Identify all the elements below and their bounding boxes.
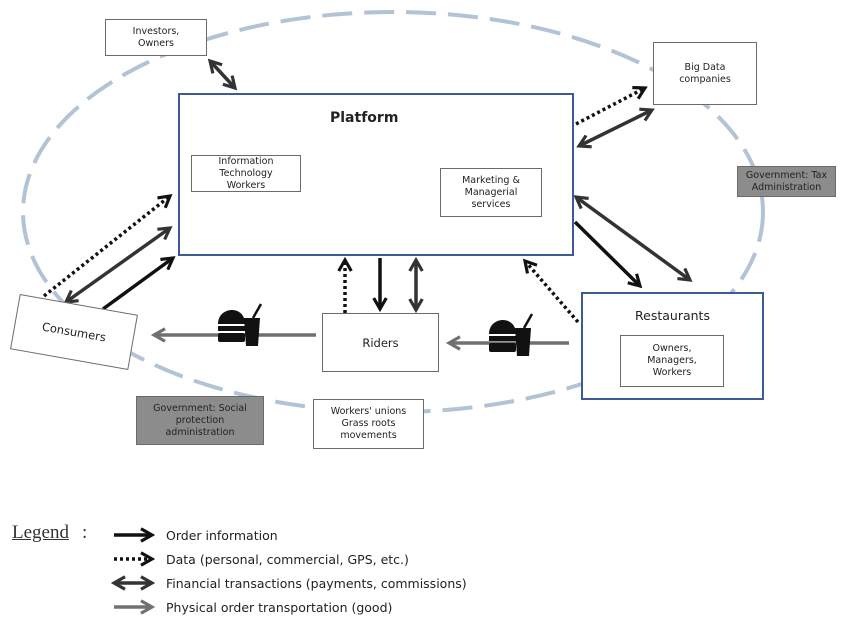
government-social-box: Government: Social protection administra…: [136, 396, 264, 445]
unions-box: Workers' unions Grass roots movements: [313, 399, 424, 449]
arrow-platform-restaurants-financial: [573, 195, 693, 282]
arrow-consumers-platform-financial: [63, 226, 173, 304]
legend-item-data: Data (personal, commercial, GPS, etc.): [166, 552, 409, 567]
arrow-consumers-platform-order: [101, 256, 176, 311]
restaurants-inner-box: Owners, Managers, Workers: [620, 335, 724, 387]
legend-title: Legend: [12, 522, 69, 543]
platform-title: Platform: [330, 110, 399, 126]
legend-item-physical: Physical order transportation (good): [166, 600, 393, 615]
food-delivery-icon: [218, 303, 263, 346]
investors-box: Investors, Owners: [105, 19, 207, 56]
it-workers-box: Information Technology Workers: [191, 155, 301, 192]
restaurants-title: Restaurants: [635, 307, 710, 323]
arrow-restaurants-platform-data: [522, 258, 580, 324]
arrow-investors-platform: [207, 58, 238, 91]
legend-colon: :: [82, 522, 88, 543]
marketing-box: Marketing & Managerial services: [440, 168, 542, 217]
arrow-platform-bigdata-financial: [576, 107, 655, 149]
government-tax-box: Government: Tax Administration: [737, 166, 836, 197]
big-data-box: Big Data companies: [653, 42, 757, 105]
legend-item-financial: Financial transactions (payments, commis…: [166, 576, 467, 591]
food-delivery-icon: [489, 313, 534, 356]
legend-item-order: Order information: [166, 528, 278, 543]
arrow-consumers-platform-data: [42, 194, 173, 298]
riders-box: Riders: [322, 313, 439, 372]
ecosystem-boundary: [21, 10, 765, 414]
arrow-platform-restaurants-order: [573, 220, 643, 289]
